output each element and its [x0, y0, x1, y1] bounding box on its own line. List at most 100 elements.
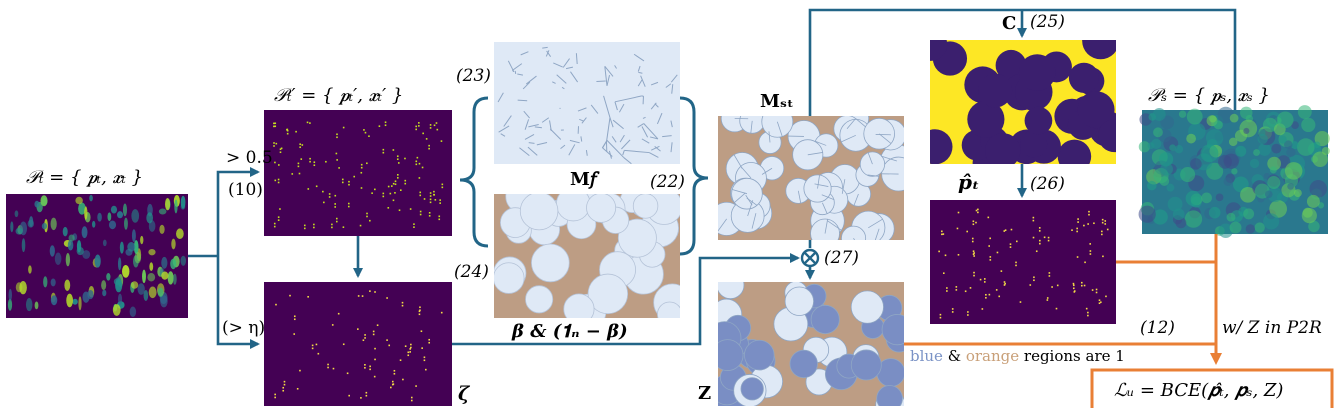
voronoi-edge: [637, 65, 641, 72]
z-region: [718, 339, 744, 371]
mf-voronoi-panel: [494, 42, 680, 165]
heat-blob: [27, 219, 34, 228]
point-dot: [1046, 297, 1049, 299]
point-dot: [313, 164, 316, 167]
heat-blob: [101, 280, 107, 291]
voronoi-edge: [603, 95, 611, 118]
voronoi-edge: [670, 74, 678, 83]
heat-blob: [110, 205, 118, 214]
heat-blob: [68, 234, 75, 242]
cell-edge: [745, 194, 753, 206]
point-dot: [313, 226, 315, 229]
voronoi-edge: [621, 139, 631, 150]
point-dot: [438, 218, 441, 221]
point-dot: [392, 199, 395, 202]
point-dot: [323, 201, 325, 204]
point-dot: [1015, 240, 1018, 243]
z-panel: [718, 282, 904, 406]
pt-heatmap: [6, 194, 188, 318]
point-dot: [363, 129, 365, 131]
point-dot: [440, 140, 443, 142]
point-dot: [1000, 270, 1003, 272]
point-dot: [973, 255, 975, 257]
heat-blob: [1286, 147, 1296, 158]
heat-blob: [28, 265, 32, 274]
point-dot: [336, 133, 338, 136]
point-dot: [1101, 230, 1103, 233]
point-dot: [365, 394, 368, 397]
heat-blob: [19, 281, 27, 295]
point-dot: [369, 365, 371, 368]
point-dot: [346, 372, 349, 375]
point-dot: [360, 171, 363, 174]
mask-circle: [1082, 40, 1116, 60]
point-dot: [1077, 218, 1079, 220]
heat-blob: [112, 304, 121, 316]
point-dot: [425, 138, 428, 140]
mask-circle: [1068, 62, 1100, 93]
point-dot: [386, 297, 388, 299]
point-dot: [1089, 250, 1092, 252]
point-dot: [1091, 289, 1094, 291]
heat-blob: [21, 238, 26, 253]
voronoi-edge: [662, 135, 672, 138]
heat-blob: [43, 276, 48, 288]
voronoi-edge: [541, 117, 550, 123]
label-pt-prime: 𝒫ₜ′ = { 𝒑ₜ′, 𝒙ₜ′ }: [274, 85, 404, 106]
voronoi-edge: [611, 136, 617, 143]
voronoi-edge: [542, 46, 548, 49]
voronoi-edge: [665, 83, 672, 88]
point-dot: [401, 304, 404, 307]
cell-edge: [841, 134, 856, 143]
point-dot: [1003, 281, 1006, 283]
point-dot: [359, 224, 362, 227]
voronoi-edge: [641, 126, 649, 138]
heat-blob: [140, 235, 144, 245]
heat-blob: [107, 212, 112, 222]
mask-circle: [995, 49, 1027, 81]
voronoi-edge: [649, 136, 659, 140]
point-dot: [387, 185, 390, 188]
heat-blob: [1186, 108, 1203, 125]
point-dot: [983, 278, 986, 280]
voronoi-edge: [606, 74, 610, 86]
voronoi-edge: [500, 133, 506, 137]
voronoi-edge: [643, 123, 659, 140]
point-dot: [283, 383, 286, 386]
heat-blob: [1291, 121, 1299, 130]
mask-circle: [803, 174, 832, 203]
heat-blob: [1262, 117, 1278, 133]
heat-blob: [1167, 196, 1183, 212]
heat-blob: [76, 246, 84, 256]
point-dot: [282, 386, 285, 389]
cell-edge: [868, 218, 883, 229]
voronoi-edge: [503, 115, 512, 127]
voronoi-edge: [517, 73, 524, 76]
point-dot: [404, 179, 407, 182]
point-dot: [376, 324, 379, 327]
heat-blob: [62, 226, 68, 237]
point-dot: [404, 157, 406, 160]
heat-blob: [34, 301, 39, 310]
heat-blob: [1180, 167, 1196, 183]
heat-blob: [1263, 213, 1280, 230]
point-dot: [348, 394, 350, 397]
regions-orange-word: orange: [965, 347, 1020, 365]
point-dot: [1098, 302, 1101, 305]
beta-mask-panel: [494, 194, 680, 318]
heat-blob: [1218, 223, 1233, 238]
voronoi-edge: [656, 112, 663, 125]
heat-blob: [1223, 177, 1233, 186]
label-z: Z: [698, 383, 712, 404]
point-dot: [374, 347, 376, 350]
point-dot: [434, 199, 437, 201]
label-gt-05: > 0.5: [226, 148, 273, 168]
heat-blob: [1235, 145, 1247, 157]
heat-blob: [7, 298, 13, 311]
point-dot: [1084, 261, 1086, 264]
voronoi-edge: [637, 79, 643, 87]
heat-blob: [161, 256, 168, 269]
point-dot: [436, 128, 439, 131]
point-dot: [275, 142, 278, 145]
heat-blob: [157, 287, 164, 298]
